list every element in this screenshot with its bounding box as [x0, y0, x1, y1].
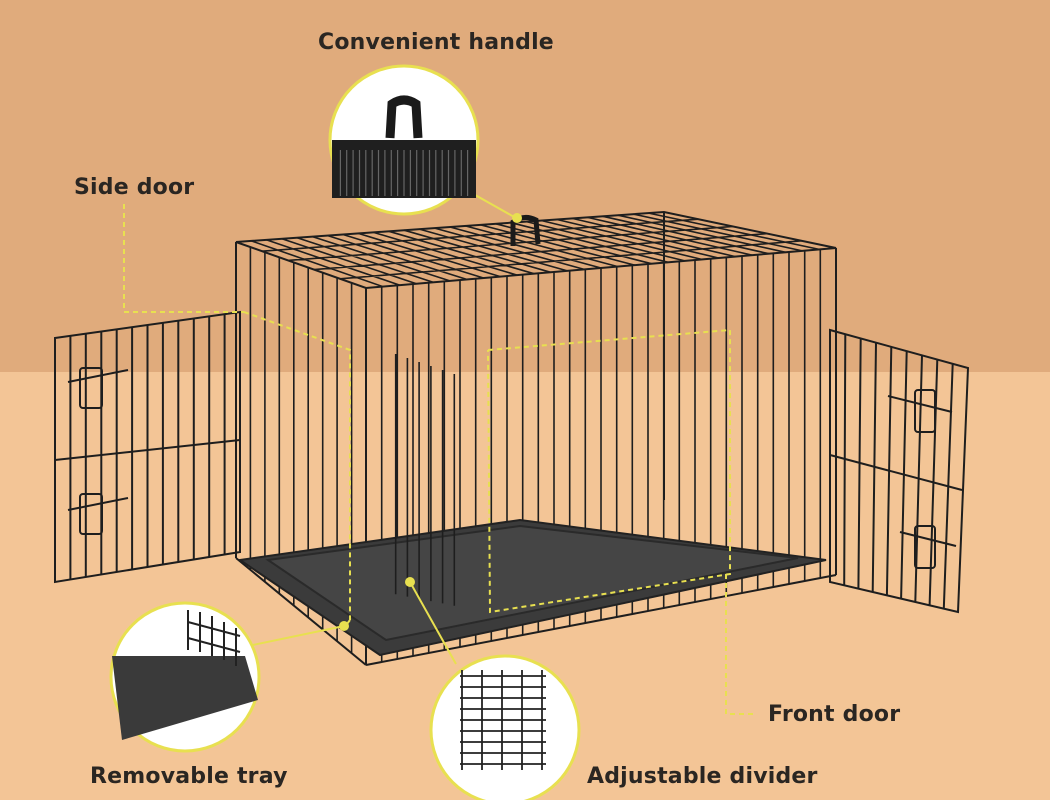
crate-divider — [394, 354, 456, 606]
wall-background — [0, 0, 1050, 372]
crate-handle — [510, 214, 541, 246]
highlight-lines — [123, 204, 756, 715]
handle-inset — [328, 64, 480, 216]
callout-tray-label: Removable tray — [90, 764, 288, 789]
front-door-panel — [829, 328, 970, 614]
tray-inset — [109, 601, 261, 753]
side-door-panel — [54, 310, 241, 584]
callout-handle-label: Convenient handle — [318, 30, 554, 55]
divider-inset — [429, 654, 581, 800]
callout-front-door-label: Front door — [768, 702, 901, 727]
callout-side-door-label: Side door — [74, 175, 195, 200]
crate-frame — [235, 210, 837, 666]
callout-divider-label: Adjustable divider — [587, 764, 818, 789]
dog-crate — [54, 210, 970, 666]
